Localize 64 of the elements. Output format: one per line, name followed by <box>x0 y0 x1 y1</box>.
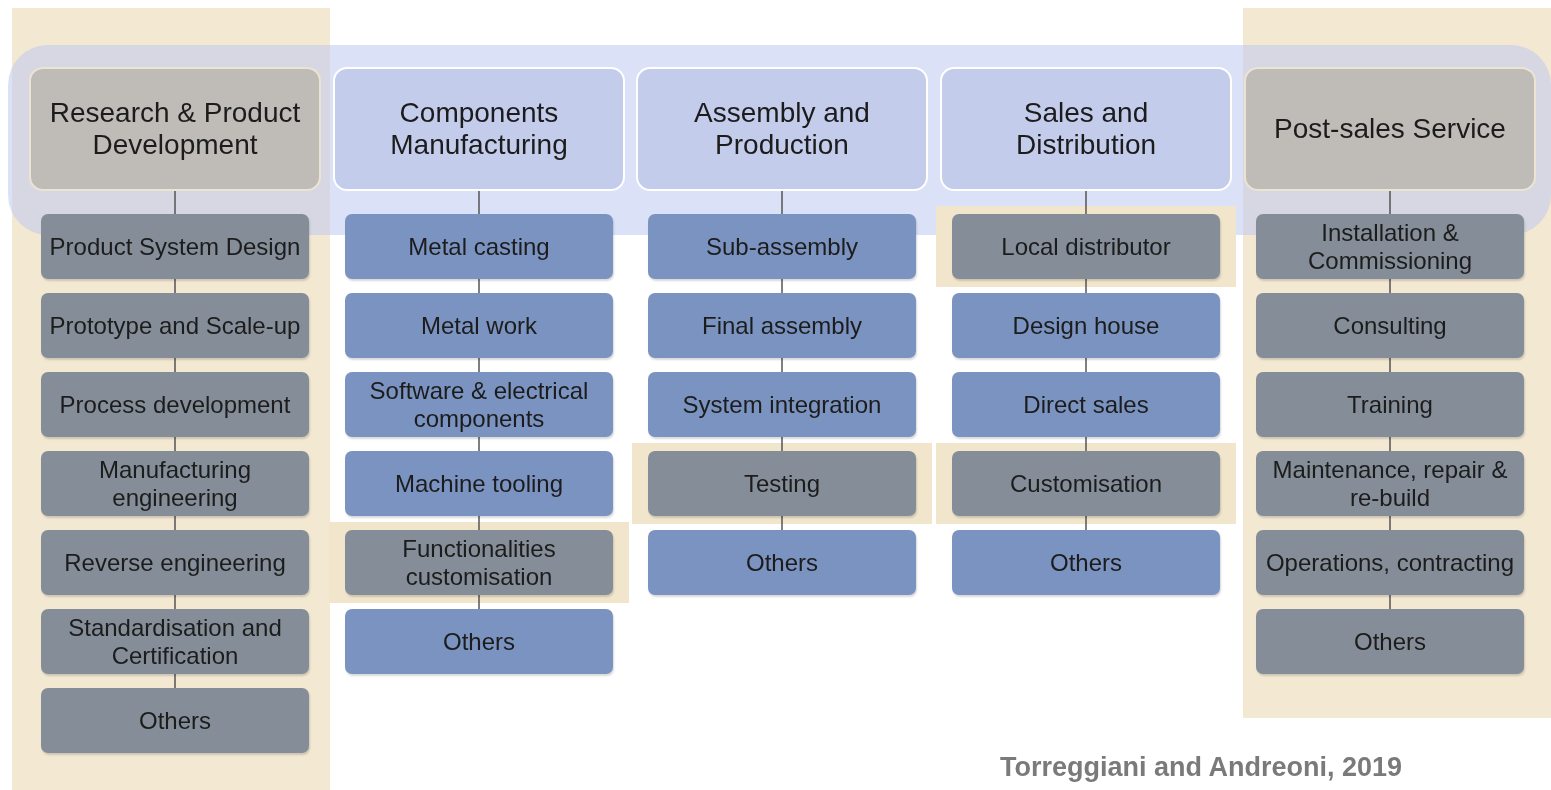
connector-line <box>1085 278 1087 294</box>
activity-box: Others <box>41 688 309 753</box>
activity-box: Metal work <box>345 293 613 358</box>
activity-box: Others <box>345 609 613 674</box>
connector-line <box>1389 190 1391 215</box>
activity-box: System integration <box>648 372 916 437</box>
connector-line <box>1389 357 1391 373</box>
connector-line <box>1389 515 1391 531</box>
connector-line <box>1085 515 1087 531</box>
activity-box: Installation & Commissioning <box>1256 214 1524 279</box>
activity-box: Direct sales <box>952 372 1220 437</box>
activity-box: Manufacturing engineering <box>41 451 309 516</box>
activity-box: Design house <box>952 293 1220 358</box>
connector-line <box>1389 594 1391 610</box>
activity-box: Prototype and Scale-up <box>41 293 309 358</box>
connector-line <box>781 357 783 373</box>
activity-box: Software & electrical components <box>345 372 613 437</box>
activity-box: Final assembly <box>648 293 916 358</box>
connector-line <box>174 673 176 689</box>
activity-box: Consulting <box>1256 293 1524 358</box>
connector-line <box>174 278 176 294</box>
activity-box: Reverse engineering <box>41 530 309 595</box>
activity-box: Metal casting <box>345 214 613 279</box>
connector-line <box>174 436 176 452</box>
connector-line <box>1085 190 1087 215</box>
connector-line <box>1389 278 1391 294</box>
connector-line <box>1085 436 1087 452</box>
activity-box: Others <box>648 530 916 595</box>
stage-header-box: Research & Product Development <box>29 67 321 191</box>
activity-box: Local distributor <box>952 214 1220 279</box>
activity-box: Training <box>1256 372 1524 437</box>
activity-box: Testing <box>648 451 916 516</box>
connector-line <box>781 190 783 215</box>
connector-line <box>478 278 480 294</box>
activity-box: Customisation <box>952 451 1220 516</box>
activity-box: Standardisation and Certification <box>41 609 309 674</box>
connector-line <box>478 515 480 531</box>
stage-header-box: Post-sales Service <box>1244 67 1536 191</box>
connector-line <box>1085 357 1087 373</box>
activity-box: Operations, contracting <box>1256 530 1524 595</box>
connector-line <box>478 357 480 373</box>
stage-header-box: Sales and Distribution <box>940 67 1232 191</box>
activity-box: Product System Design <box>41 214 309 279</box>
activity-box: Others <box>1256 609 1524 674</box>
connector-line <box>781 278 783 294</box>
connector-line <box>478 190 480 215</box>
connector-line <box>174 515 176 531</box>
connector-line <box>478 436 480 452</box>
activity-box: Process development <box>41 372 309 437</box>
connector-line <box>1389 436 1391 452</box>
activity-box: Others <box>952 530 1220 595</box>
activity-box: Sub-assembly <box>648 214 916 279</box>
connector-line <box>174 357 176 373</box>
citation-text: Torreggiani and Andreoni, 2019 <box>1000 752 1403 783</box>
connector-line <box>781 436 783 452</box>
stage-header-box: Assembly and Production <box>636 67 928 191</box>
connector-line <box>478 594 480 610</box>
stage-header-box: Components Manufacturing <box>333 67 625 191</box>
connector-line <box>781 515 783 531</box>
connector-line <box>174 594 176 610</box>
activity-box: Machine tooling <box>345 451 613 516</box>
activity-box: Maintenance, repair & re-build <box>1256 451 1524 516</box>
activity-box: Functionalities customisation <box>345 530 613 595</box>
connector-line <box>174 190 176 215</box>
